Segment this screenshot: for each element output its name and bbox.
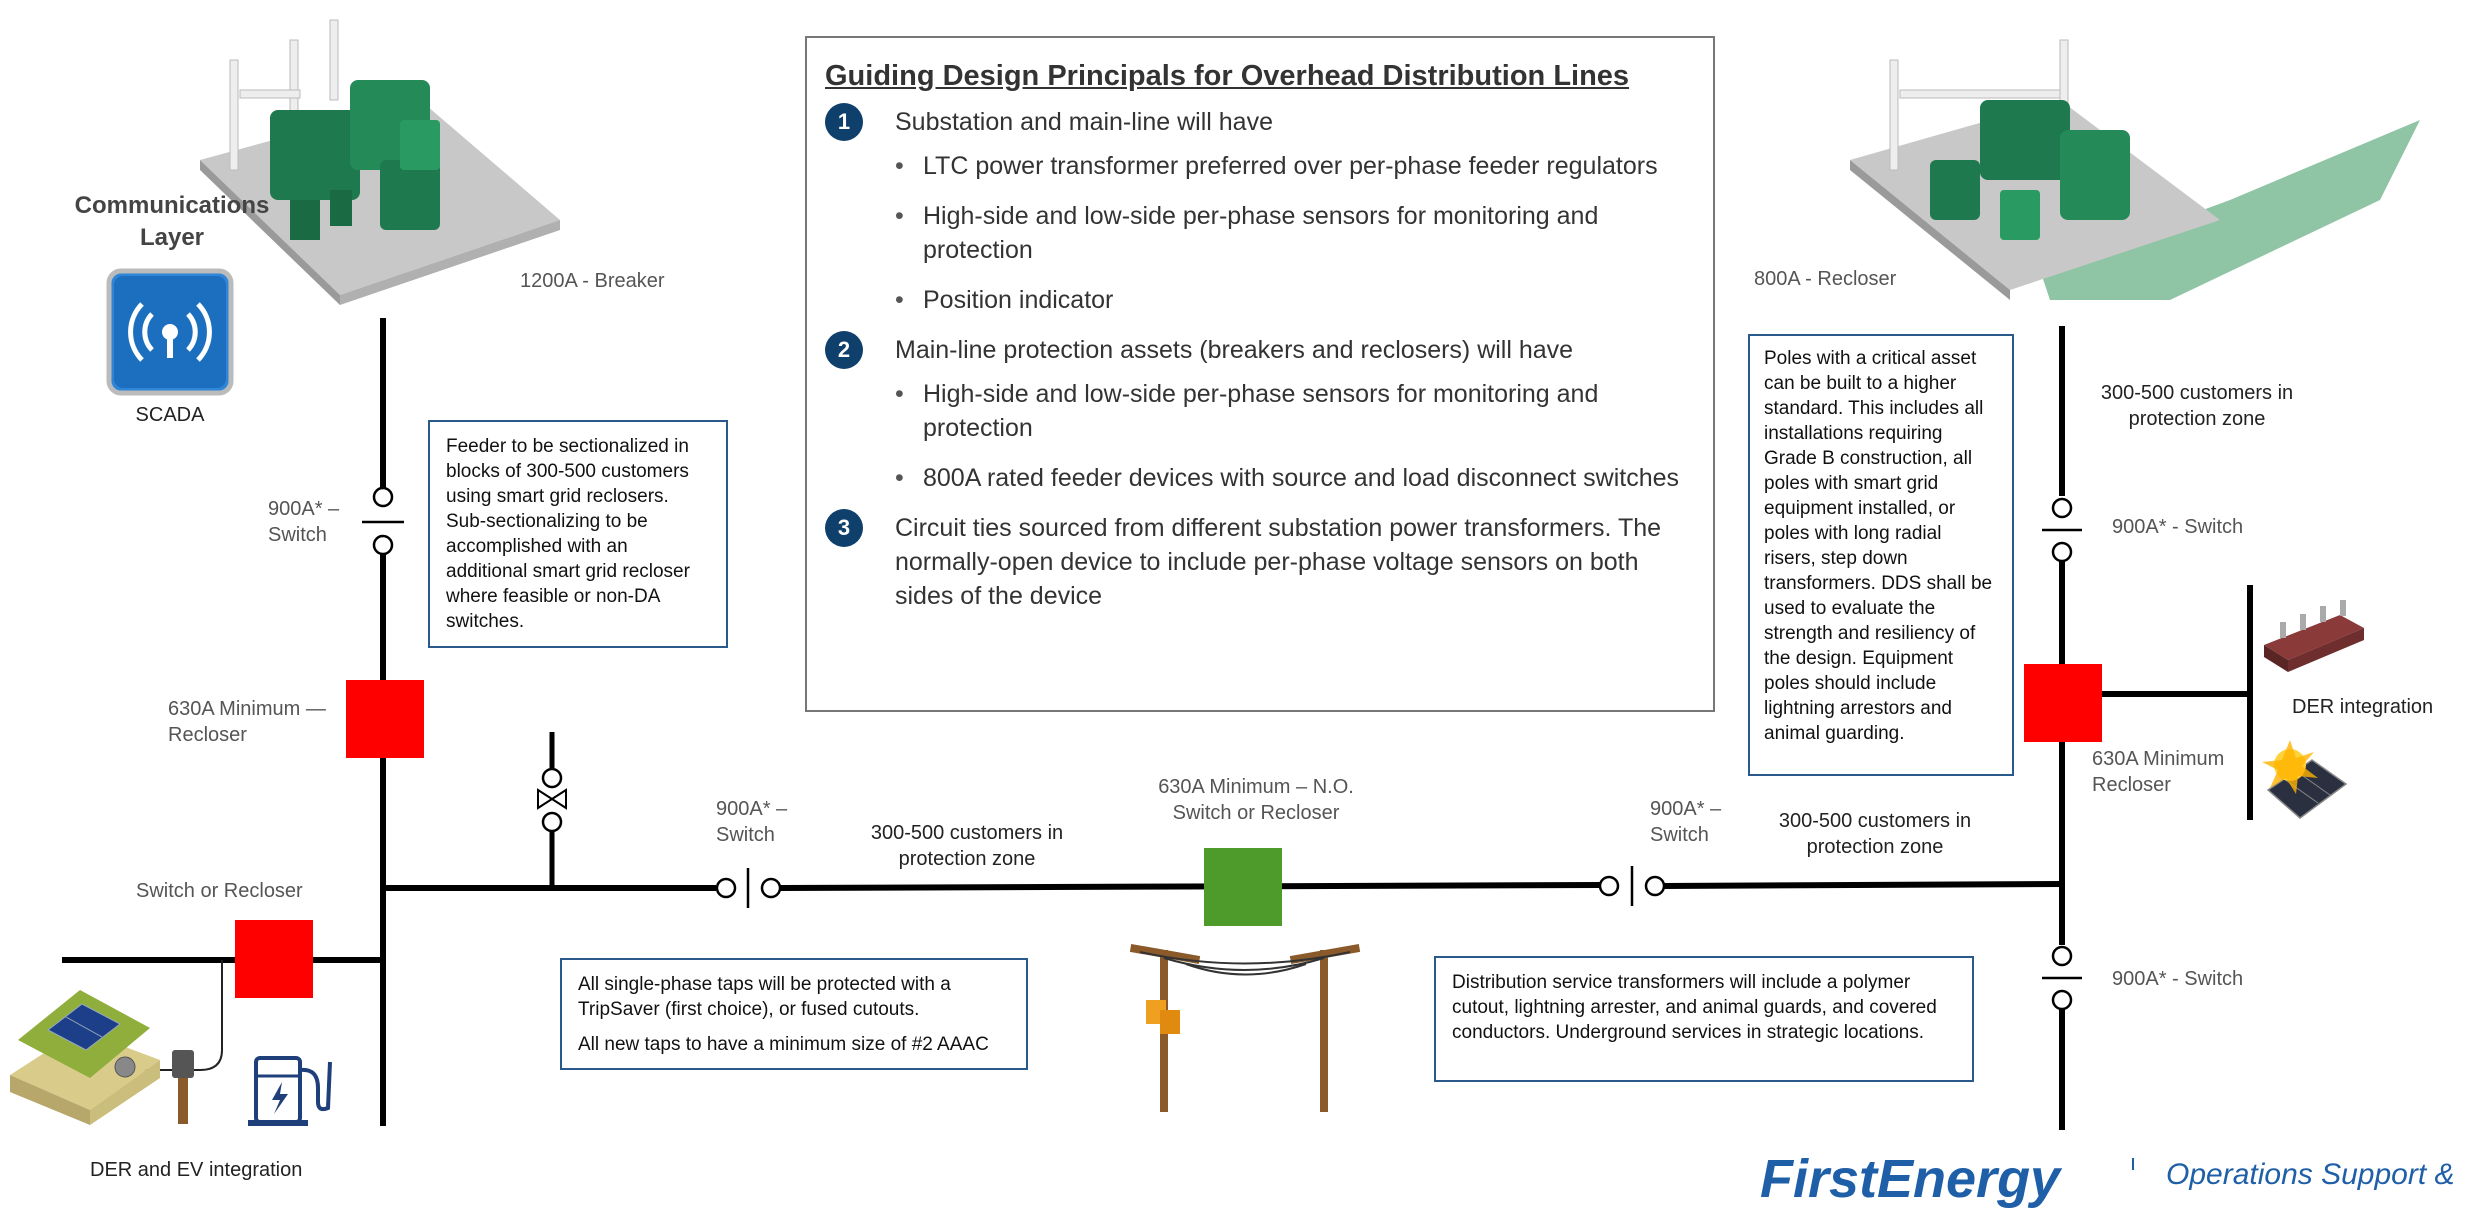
principle-1: 1 Substation and main-line will have [825,103,1695,141]
branding-tagline: Operations Support & [2166,1158,2455,1191]
switch-mid-left-icon [715,868,782,908]
substation-left-icon [200,19,560,305]
logo-separator [2132,1158,2134,1170]
taps-note-text-2: All new taps to have a minimum size of #… [578,1034,989,1055]
recloser-630-right-label: 630A Minimum Recloser [2092,746,2224,798]
principle-3-number: 3 [825,509,863,547]
customers-right-top-line1: 300-500 customers in [2100,382,2294,404]
principle-2-bullet-1: High-side and low-side per-phase sensors… [885,377,1695,445]
firstenergy-logo: FirstEnergy [1760,1149,2061,1209]
principle-1-bullet-1: LTC power transformer preferred over per… [885,149,1695,183]
recloser-right [2024,664,2102,742]
normally-open-device [1204,848,1282,926]
customers-right-low-line1: 300-500 customers in [1778,810,1972,832]
feeder-note-box: Feeder to be sectionalized in blocks of … [428,420,728,648]
customers-right-low-label: 300-500 customers in protection zone [1760,808,1990,860]
principles-box: Guiding Design Principals for Overhead D… [805,36,1715,712]
principle-1-bullet-3: Position indicator [885,283,1695,317]
normally-open-line2: Switch or Recloser [1172,802,1340,824]
mid-switch-left-label: 900A* – Switch [716,796,787,848]
principle-1-bullets: LTC power transformer preferred over per… [885,149,1695,317]
communications-title-line1: Communications [74,192,270,219]
substation-right-icon [1850,39,2420,300]
switch-left-label-line1: 900A* – [268,498,340,520]
communications-title-line2: Layer [139,224,205,251]
switch-right-top-icon [2042,497,2082,563]
solar-panel-icon [2262,740,2348,819]
switch-left-label: 900A* – Switch [268,496,339,548]
switch-or-recloser-left [235,920,313,998]
principle-2-bullet-2: 800A rated feeder devices with source an… [885,461,1695,495]
poles-note-text: Poles with a critical asset can be built… [1764,348,1993,744]
service-drop-wire [140,960,223,1071]
customers-right-low-line2: protection zone [1806,836,1944,858]
principles-title: Guiding Design Principals for Overhead D… [825,60,1630,92]
principle-2: 2 Main-line protection assets (breakers … [825,331,1695,369]
principle-3: 3 Circuit ties sourced from different su… [825,509,1695,613]
recloser-left [346,680,424,758]
house-solar-icon [10,990,194,1125]
fuse-cutout-icon [537,767,567,833]
service-note-box: Distribution service transformers will i… [1434,956,1974,1082]
recloser-630-right-line2: Recloser [2092,774,2171,796]
customers-mid-line1: 300-500 customers in [870,822,1064,844]
scada-antenna-icon [106,268,234,396]
principle-2-number: 2 [825,331,863,369]
switch-right-bottom-icon [2042,945,2082,1011]
switch-right-bottom-label: 900A* - Switch [2112,968,2244,990]
communications-layer-title: Communications Layer [62,190,282,254]
mid-switch-right-line2: Switch [1650,824,1709,846]
switch-right-top-label: 900A* - Switch [2112,516,2244,538]
switch-or-recloser-label: Switch or Recloser [136,880,303,902]
principle-1-bullet-2: High-side and low-side per-phase sensors… [885,199,1695,267]
customers-right-top-line2: protection zone [2128,408,2266,430]
principle-3-text: Circuit ties sourced from different subs… [895,514,1662,610]
customers-mid-label: 300-500 customers in protection zone [852,820,1082,872]
taps-note-text-1: All single-phase taps will be protected … [578,974,951,1020]
taps-note-box: All single-phase taps will be protected … [560,958,1028,1070]
switch-left-label-line2: Switch [268,524,327,546]
normally-open-label: 630A Minimum – N.O. Switch or Recloser [1136,774,1376,826]
recloser-800-label: 800A - Recloser [1754,268,1897,290]
recloser-630-right-line1: 630A Minimum [2092,748,2225,770]
mid-switch-left-line1: 900A* – [716,798,788,820]
switch-mid-right-icon [1598,866,1666,906]
customers-mid-line2: protection zone [898,848,1036,870]
recloser-630-left-label: 630A Minimum — Recloser [168,696,326,748]
feeder-note-text: Feeder to be sectionalized in blocks of … [446,436,690,632]
switch-left-icon [362,486,404,556]
principle-1-number: 1 [825,103,863,141]
mid-switch-left-line2: Switch [716,824,775,846]
service-note-text: Distribution service transformers will i… [1452,972,1937,1043]
normally-open-line1: 630A Minimum – N.O. [1158,776,1354,798]
der-battery-icon [2264,600,2364,672]
utility-pole-icon [1129,943,1361,1112]
recloser-630-left-line1: 630A Minimum — [168,698,326,720]
der-integration-label: DER integration [2292,696,2434,718]
main-line-horizontal-2 [779,882,1601,891]
der-ev-integration-label: DER and EV integration [90,1159,303,1181]
principle-1-text: Substation and main-line will have [895,108,1273,136]
main-line-horizontal-3 [1663,881,2063,889]
principle-2-text: Main-line protection assets (breakers an… [895,336,1574,364]
recloser-630-left-line2: Recloser [168,724,247,746]
mid-switch-right-label: 900A* – Switch [1650,796,1721,848]
poles-note-box: Poles with a critical asset can be built… [1748,334,2014,776]
distribution-diagram [10,19,2420,1130]
scada-label: SCADA [135,404,205,426]
customers-right-top-label: 300-500 customers in protection zone [2082,380,2312,432]
breaker-1200-label: 1200A - Breaker [520,270,665,292]
ev-charger-icon [248,1056,332,1126]
principle-2-bullets: High-side and low-side per-phase sensors… [885,377,1695,495]
mid-switch-right-line1: 900A* – [1650,798,1722,820]
